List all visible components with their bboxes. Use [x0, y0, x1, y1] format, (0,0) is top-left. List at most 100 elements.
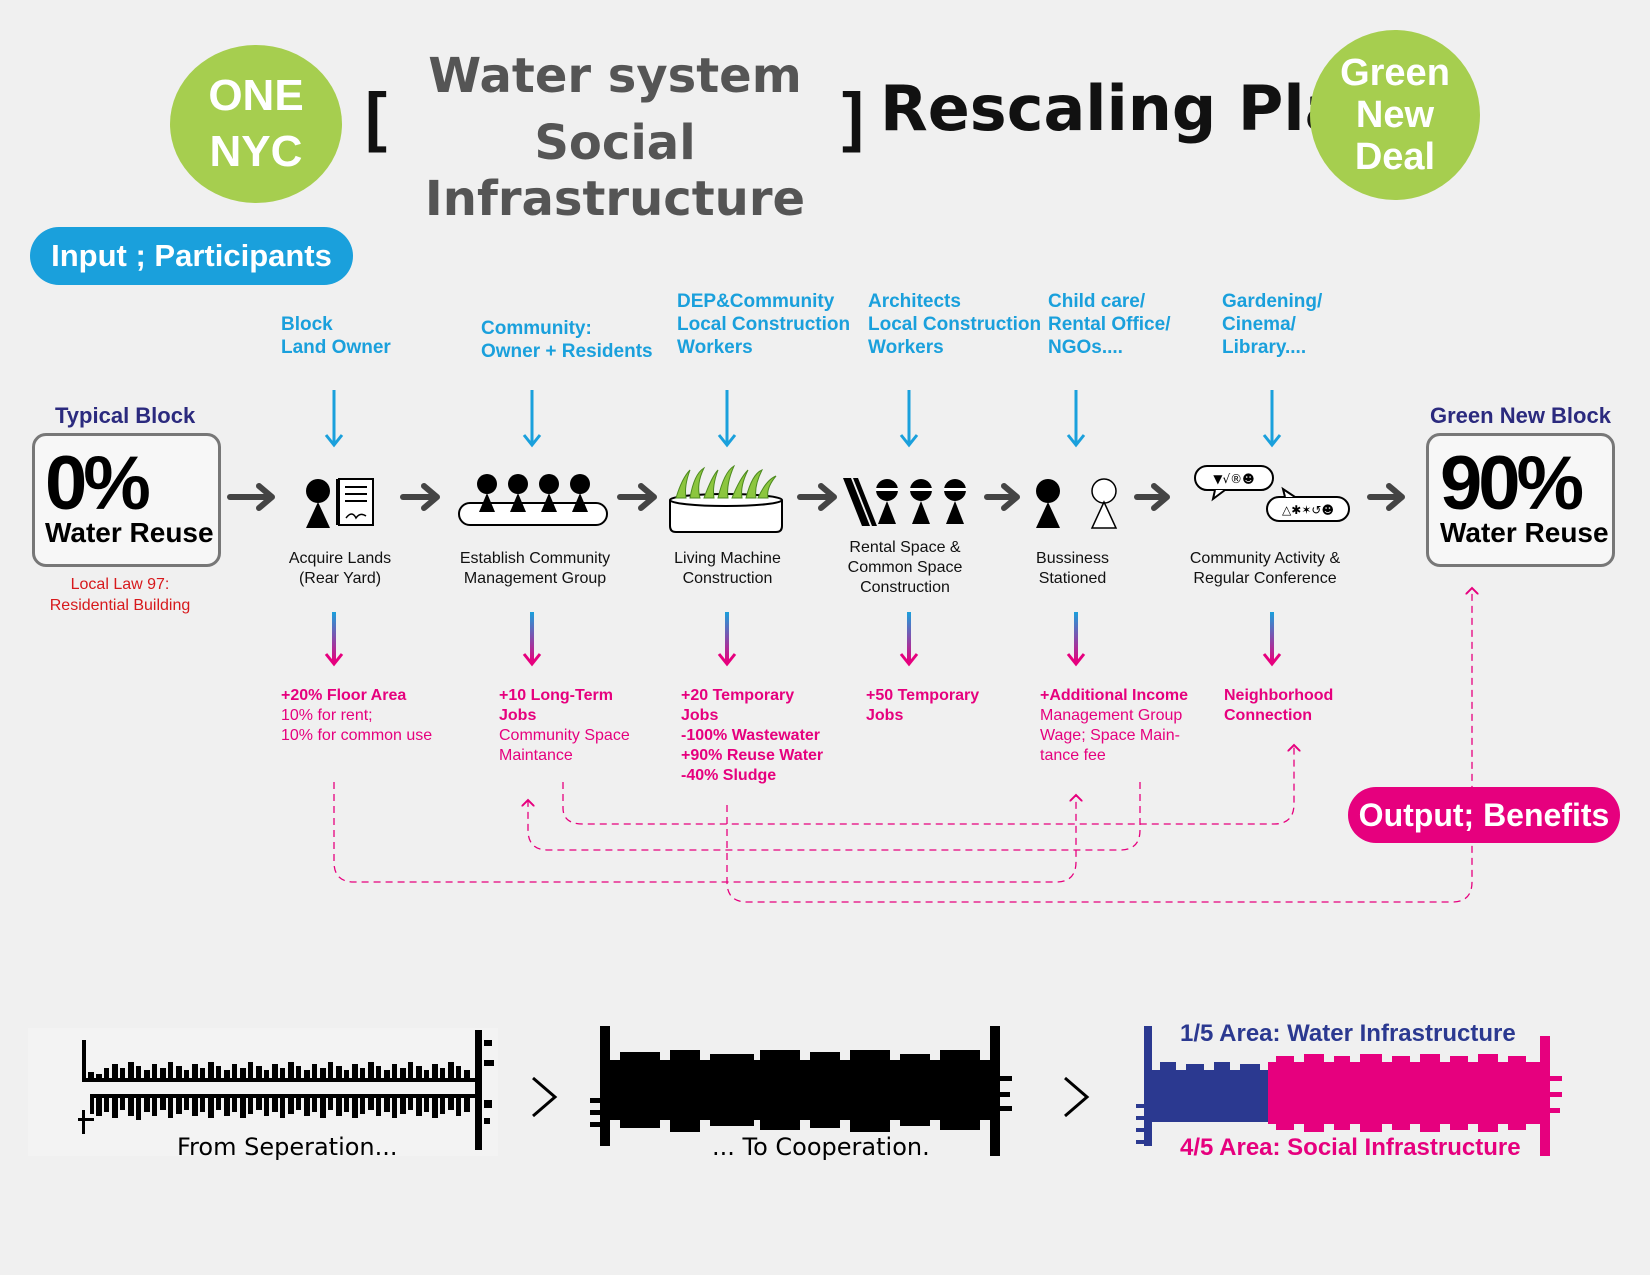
benefit-bold: Jobs	[681, 707, 719, 724]
chevron-right-icon	[1064, 1076, 1090, 1118]
green-new-deal-badge: Green New Deal	[1310, 30, 1480, 200]
stage-line: Construction	[860, 579, 950, 596]
participant-line: NGOs....	[1048, 337, 1123, 358]
feedback-line-reuse-to-block	[726, 588, 1472, 903]
stage-line: Regular Conference	[1193, 570, 1337, 587]
feedback-lines	[333, 588, 1472, 903]
benefit-bold: +50 Temporary	[866, 687, 980, 704]
down-arrow-icon	[324, 612, 344, 667]
benefit-light: Management Group	[1040, 707, 1183, 724]
right-arrow-icon	[617, 483, 657, 511]
right-arrow-icon	[797, 483, 837, 511]
badge-line: Deal	[1354, 136, 1436, 178]
stage-community-activity: Community Activity & Regular Conference	[1170, 549, 1360, 589]
bracket-close: ]	[842, 79, 864, 153]
participant-down-arrows	[324, 390, 1282, 448]
green-new-block-box	[1426, 433, 1615, 567]
stage-living-machine: Living Machine Construction	[650, 549, 805, 589]
benefit-light: Community Space	[499, 727, 630, 744]
participant-line: Local Construction	[677, 314, 851, 335]
process-arrows	[227, 483, 1405, 511]
benefit-light: Wage; Space Main-	[1040, 727, 1180, 744]
benefit-bold: Jobs	[499, 707, 537, 724]
speech-bubbles-icon: ▼√®☻ △✱✶↺☻	[1194, 465, 1350, 522]
participant-line: Owner + Residents	[481, 341, 653, 362]
caption-cooperation: ... To Cooperation.	[712, 1133, 930, 1161]
stage-line: Management Group	[463, 570, 607, 587]
separation-plan-panel	[28, 1028, 498, 1156]
right-arrow-icon	[400, 483, 440, 511]
badge-line: New	[1355, 94, 1435, 136]
social-infrastructure-label: 4/5 Area: Social Infrastructure	[1180, 1134, 1521, 1161]
cooperation-plan-icon	[590, 1026, 1012, 1156]
subtitle-water-system: Water system	[428, 48, 802, 104]
typical-block-box	[32, 433, 221, 567]
benefit-bold: Connection	[1224, 707, 1312, 724]
typical-block-caption: Typical Block	[55, 403, 196, 428]
stage-line: Establish Community	[459, 550, 611, 567]
down-arrow-icon	[899, 612, 919, 667]
down-arrow-icon	[522, 612, 542, 667]
benefit-bold: +20% Floor Area	[281, 687, 407, 704]
down-arrow-icon	[1262, 390, 1282, 448]
speech-bubble-text: △✱✶↺☻	[1282, 503, 1334, 517]
water-reuse-label-start: Water Reuse	[45, 517, 214, 548]
stage-line: Living Machine	[674, 550, 781, 567]
stage-business: Bussiness Stationed	[1000, 549, 1145, 589]
local-law-note: Local Law 97: Residential Building	[30, 574, 210, 616]
output-benefits-pill: Output; Benefits	[1348, 787, 1620, 843]
feedback-line-community-to-neighborhood	[562, 745, 1294, 825]
down-arrow-icon	[899, 390, 919, 448]
benefit-light: tance fee	[1040, 747, 1106, 764]
benefit-bold: +20 Temporary	[681, 687, 795, 704]
down-arrow-icon	[324, 390, 344, 448]
participant-gardening: Gardening/ Cinema/ Library....	[1222, 290, 1322, 359]
right-arrow-icon	[227, 483, 275, 511]
participant-line: Child care/	[1048, 291, 1146, 312]
participant-architects: Architects Local Construction Workers	[868, 290, 1041, 359]
right-arrow-icon	[1367, 483, 1405, 511]
participant-line: Workers	[868, 337, 944, 358]
benefit-bold: +90% Reuse Water	[681, 747, 824, 764]
benefit-bold: +10 Long-Term	[499, 687, 613, 704]
right-arrow-icon	[984, 483, 1020, 511]
benefit-bold: +Additional Income	[1040, 687, 1189, 704]
benefit-temporary-jobs-50: +50 Temporary Jobs	[866, 686, 979, 726]
participant-line: Gardening/	[1222, 291, 1323, 312]
community-group-icon	[458, 474, 608, 526]
participant-line: DEP&Community	[677, 291, 835, 312]
benefit-light: Maintance	[499, 747, 573, 764]
participant-line: Local Construction	[868, 314, 1042, 335]
participant-line: Land Owner	[281, 337, 391, 358]
participant-line: Block	[281, 314, 333, 335]
chevron-right-icon	[532, 1076, 558, 1118]
input-participants-pill: Input ; Participants	[30, 227, 353, 285]
participant-community: Community: Owner + Residents	[481, 317, 653, 363]
stage-line: Common Space	[847, 559, 963, 576]
caption-separation: From Seperation...	[177, 1133, 398, 1161]
stage-line: Construction	[682, 570, 773, 587]
infrastructure-plan-icon	[1136, 1026, 1562, 1156]
stage-line: Rental Space &	[849, 539, 961, 556]
bottom-plans	[28, 1026, 1562, 1156]
benefit-neighborhood: Neighborhood Connection	[1224, 686, 1333, 726]
feedback-line-income-to-jobs	[528, 782, 1141, 851]
badge-line: Green	[1340, 52, 1450, 94]
benefit-light: 10% for common use	[281, 727, 433, 744]
one-nyc-badge: ONE NYC	[170, 45, 342, 203]
benefit-bold: Neighborhood	[1224, 687, 1334, 704]
water-reuse-value-end: 90%	[1440, 441, 1584, 526]
separation-plan-icon	[78, 1030, 494, 1150]
note-line: Residential Building	[49, 597, 191, 614]
business-people-icon	[1036, 478, 1118, 529]
benefit-floor-area: +20% Floor Area 10% for rent; 10% for co…	[281, 686, 432, 746]
participant-line: Library....	[1222, 337, 1307, 358]
stage-rental-space: Rental Space & Common Space Construction	[825, 538, 985, 598]
down-arrow-icon	[1066, 390, 1086, 448]
stage-line: Bussiness	[1036, 550, 1109, 567]
stage-acquire-lands: Acquire Lands (Rear Yard)	[260, 549, 420, 589]
participant-line: Rental Office/	[1048, 314, 1171, 335]
bracket-open: [	[365, 79, 387, 153]
benefit-bold: -40% Sludge	[681, 767, 777, 784]
benefit-temporary-jobs-20: +20 Temporary Jobs -100% Wastewater +90%…	[681, 686, 823, 786]
